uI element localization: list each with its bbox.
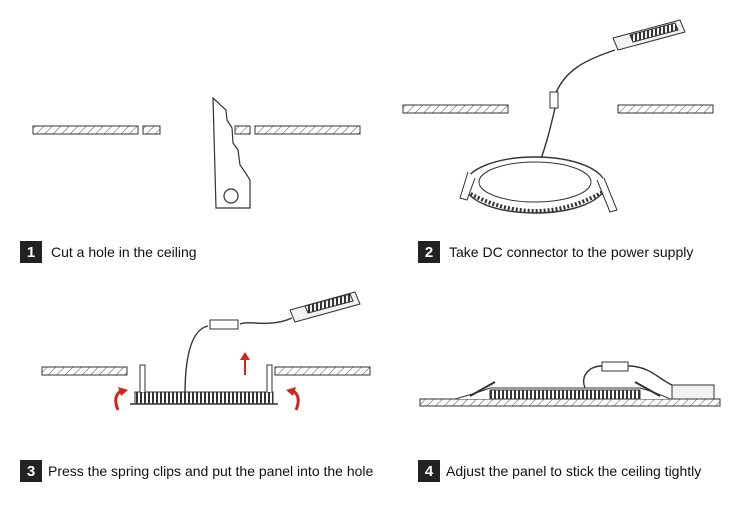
dc-connector (549, 91, 559, 109)
step2-illustration (402, 19, 714, 214)
up-arrow-icon (240, 352, 250, 375)
step3-illustration (41, 291, 371, 411)
step-4-label: 4 Adjust the panel to stick the ceiling … (418, 460, 701, 482)
saw-icon (212, 96, 251, 209)
ceiling-board-left (402, 104, 509, 114)
power-supply-driver (671, 384, 715, 400)
ceiling-board-left-piece (142, 125, 161, 135)
dc-connector (601, 361, 629, 372)
ceiling-board-left (32, 125, 139, 135)
rotate-left-arrow-icon (114, 387, 128, 411)
ceiling-board-right (254, 125, 361, 135)
ceiling-board-right (274, 366, 371, 376)
dc-cable (534, 49, 616, 176)
step-caption: Take DC connector to the power supply (449, 244, 694, 260)
step-number-badge: 2 (418, 241, 440, 263)
ceiling-board (419, 398, 721, 407)
step-caption: Cut a hole in the ceiling (51, 244, 197, 260)
rotate-right-arrow-icon (286, 387, 300, 411)
step-number-badge: 1 (20, 241, 42, 263)
led-panel-installed (454, 381, 671, 400)
step-caption: Press the spring clips and put the panel… (48, 463, 374, 479)
ceiling-board-right (617, 104, 714, 114)
power-supply-driver (289, 291, 361, 323)
dc-cable (184, 317, 293, 396)
step-1-label: 1 Cut a hole in the ceiling (20, 241, 197, 263)
step-number-badge: 4 (418, 460, 440, 482)
dc-connector (209, 319, 239, 330)
step4-illustration (419, 361, 721, 407)
step-caption: Adjust the panel to stick the ceiling ti… (446, 463, 702, 479)
step-3-label: 3 Press the spring clips and put the pan… (20, 460, 373, 482)
dc-cable (583, 365, 673, 389)
ceiling-board-right-piece (234, 125, 251, 135)
round-led-panel (459, 156, 618, 214)
ceiling-board-left (41, 366, 128, 376)
step-2-label: 2 Take DC connector to the power supply (418, 241, 693, 263)
power-supply-driver (612, 19, 686, 51)
led-panel-side (130, 364, 278, 405)
step-number-badge: 3 (20, 460, 42, 482)
step1-illustration (32, 96, 361, 209)
